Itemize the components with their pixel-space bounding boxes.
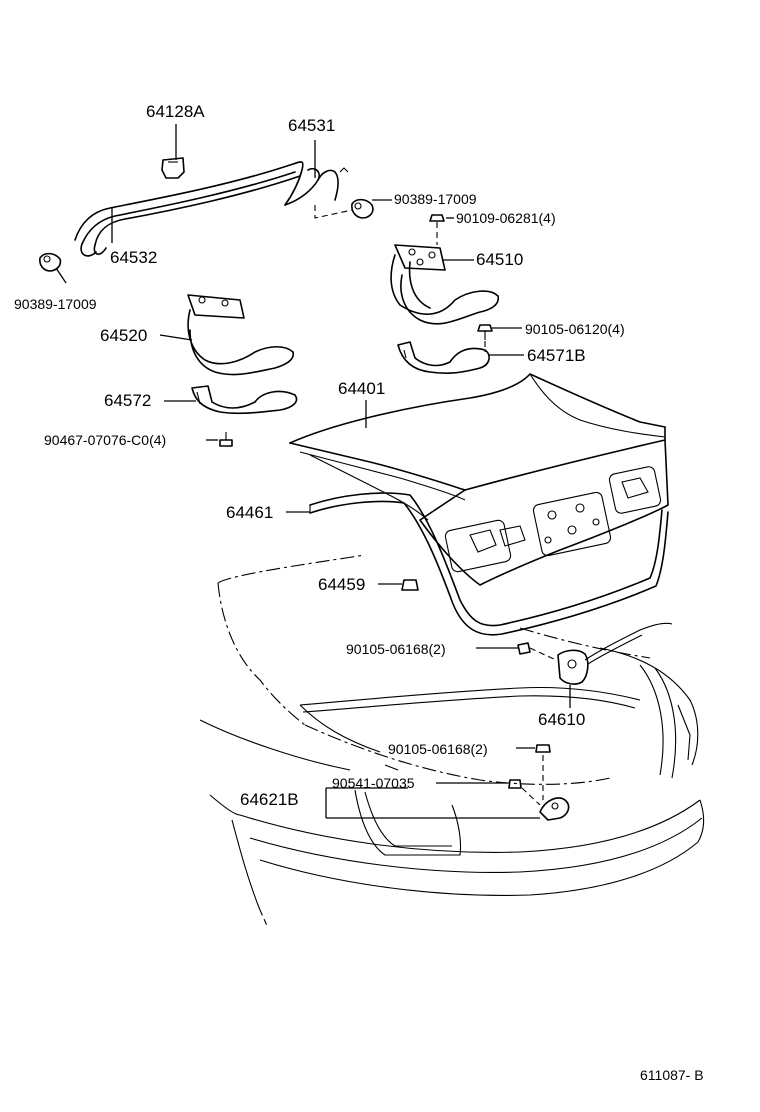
label-90109: 90109-06281(4)	[456, 210, 556, 226]
label-64401: 64401	[338, 379, 385, 398]
striker-64621B	[508, 744, 570, 821]
cushion-90389-left	[39, 252, 62, 272]
label-64128A: 64128A	[146, 102, 205, 121]
label-90105-06168-a: 90105-06168(2)	[346, 641, 446, 657]
trunk-lid	[289, 373, 669, 586]
label-64621B: 64621B	[240, 790, 299, 809]
label-64610: 64610	[538, 710, 585, 729]
label-64510: 64510	[476, 250, 523, 269]
nut-90467	[219, 432, 233, 447]
leader-lines	[55, 124, 571, 819]
label-90389-left: 90389-17009	[14, 296, 97, 312]
hinge-reinforcement-64572	[191, 385, 298, 415]
label-64532: 64532	[110, 248, 157, 267]
label-90389-top: 90389-17009	[394, 191, 477, 207]
label-90105-06168-b: 90105-06168(2)	[388, 741, 488, 757]
clip-64128A	[161, 157, 185, 179]
hinge-64520	[187, 294, 295, 376]
label-64461: 64461	[226, 503, 273, 522]
cushion-64459	[401, 579, 419, 591]
torsion-bars	[74, 161, 349, 257]
label-64520: 64520	[100, 326, 147, 345]
label-64572: 64572	[104, 391, 151, 410]
bolt-90109	[429, 214, 445, 245]
trunk-lock-64610	[517, 622, 673, 685]
hinge-64510	[390, 244, 500, 325]
label-64571B: 64571B	[527, 346, 586, 365]
label-64531: 64531	[288, 116, 335, 135]
label-64459: 64459	[318, 575, 365, 594]
label-90467: 90467-07076-C0(4)	[44, 432, 166, 448]
label-90541: 90541-07035	[332, 775, 415, 791]
cushion-90389-top	[351, 198, 374, 219]
hinge-reinforcement-64571B	[397, 341, 490, 375]
car-body-rear	[199, 554, 705, 929]
bolt-90105-06120	[477, 324, 493, 352]
label-90105-06120: 90105-06120(4)	[525, 321, 625, 337]
diagram-id: 611087- B	[640, 1067, 704, 1083]
weatherstrip	[309, 492, 669, 636]
part-labels: 64128A 64531 90389-17009 90109-06281(4) …	[14, 102, 704, 1083]
